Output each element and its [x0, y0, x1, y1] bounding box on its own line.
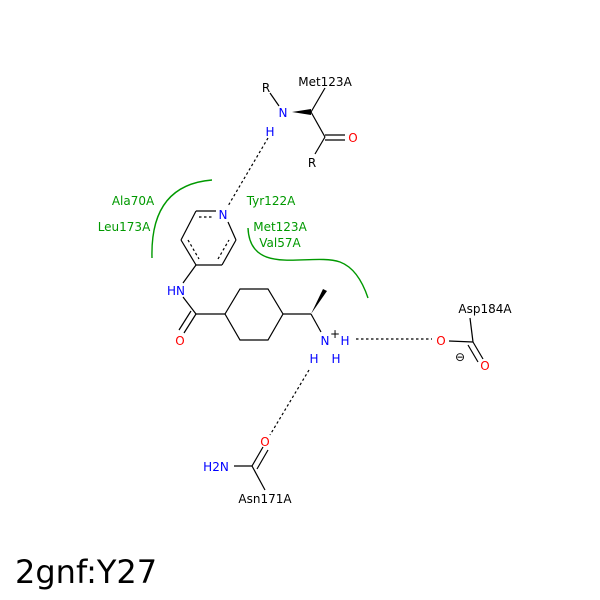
asp-o1-label: O — [436, 334, 445, 348]
met123-label: Met123A — [298, 75, 352, 89]
contact-val57-label: Val57A — [259, 236, 301, 250]
bond-ca-carbonyl — [310, 111, 326, 138]
asn-nh2-label: H2N — [203, 460, 229, 474]
met-r-top-label: R — [262, 81, 270, 95]
ammonium-h-left-label: H — [309, 352, 318, 366]
contact-tyr122-label: Tyr122A — [246, 194, 296, 208]
hydrophobic-arc-right — [247, 227, 369, 299]
asp184-label: Asp184A — [458, 302, 512, 316]
hydrophobic-arc-left — [151, 179, 213, 259]
ammonium-h-bottom-label: H — [331, 352, 340, 366]
bond-ca-up — [310, 87, 326, 113]
bond-asp-o2a — [472, 341, 484, 360]
ammonium-charge-label: + — [330, 327, 340, 341]
bond-asn-o1 — [251, 446, 264, 467]
asp-negative-charge-icon: ⊖ — [455, 350, 465, 364]
bond-carbonyl-r — [314, 136, 326, 155]
bond-asn-o2 — [256, 449, 269, 470]
bond-ch-n — [310, 313, 322, 333]
met-n-label: N — [279, 106, 288, 120]
pyridine-n-label: N — [219, 208, 228, 222]
asn-o-label: O — [260, 435, 269, 449]
wedge-methyl — [311, 289, 327, 314]
met-o-label: O — [348, 131, 357, 145]
asn171-label: Asn171A — [238, 492, 292, 506]
cyclohexane-ring — [224, 288, 284, 341]
bond-asp-o2b — [467, 344, 479, 363]
bond-r-n — [269, 92, 280, 107]
amide-o-label: O — [175, 334, 184, 348]
hbond-ammonium-asn171 — [269, 369, 310, 436]
hbond-met123-pyridine — [227, 137, 269, 207]
bond-asp-chain — [469, 317, 474, 343]
ammonium-h-right-label: H — [340, 334, 349, 348]
contact-ala70-label: Ala70A — [112, 194, 155, 208]
bond-ring-nh — [182, 264, 197, 284]
met-h-label: H — [265, 125, 274, 139]
pyridine-ring — [180, 210, 237, 266]
amide-nh-label: HN — [167, 284, 185, 298]
bond-asn-chain — [251, 465, 266, 491]
met-r-bottom-label: R — [308, 156, 316, 170]
ammonium-n-label: N — [321, 334, 330, 348]
ligand-title: 2gnf:Y27 — [15, 553, 158, 591]
bond-carbonyl-o-2 — [178, 310, 192, 331]
contact-leu173-label: Leu173A — [98, 220, 151, 234]
asp-o2-label: O — [480, 359, 489, 373]
contact-met123-label: Met123A — [253, 220, 307, 234]
bond-carbonyl-o-1 — [183, 313, 197, 334]
bond-asp-o1 — [448, 340, 474, 343]
bond-nh-carbonyl — [182, 296, 197, 315]
wedge-met-ca — [292, 109, 311, 115]
